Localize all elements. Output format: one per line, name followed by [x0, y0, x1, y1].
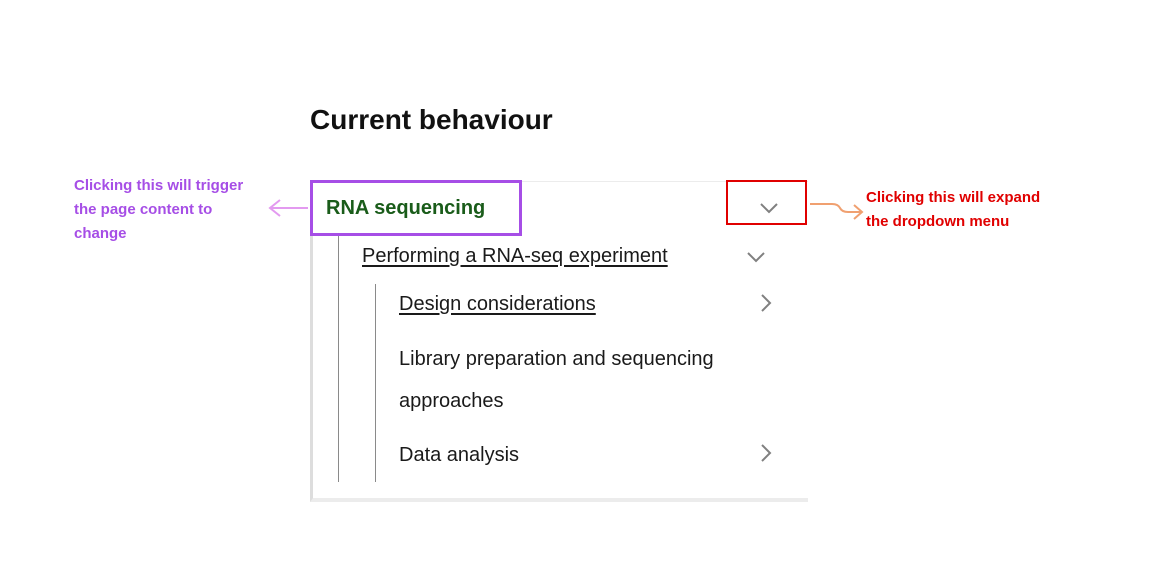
- section-link-rna-seq-experiment[interactable]: Performing a RNA-seq experiment: [362, 245, 668, 267]
- dropdown-expand-annotation: Clicking this will expand the dropdown m…: [866, 189, 1041, 230]
- right-arrow-icon: [810, 203, 864, 220]
- nav-item-library-preparation[interactable]: Library preparation and sequencing appro…: [399, 348, 714, 412]
- chevron-right-icon[interactable]: [760, 293, 772, 313]
- page-title: Current behaviour: [310, 104, 553, 135]
- tree-line-level-1: [338, 236, 339, 482]
- chevron-down-icon[interactable]: [746, 251, 766, 263]
- content-trigger-annotation: Clicking this will trigger the page cont…: [74, 177, 244, 242]
- nav-title-link[interactable]: RNA sequencing: [326, 197, 486, 219]
- expand-toggle-button[interactable]: [726, 180, 807, 225]
- tree-line-level-2: [375, 284, 376, 482]
- chevron-right-icon[interactable]: [760, 443, 772, 463]
- chevron-down-icon: [760, 203, 778, 214]
- left-arrow-icon: [268, 199, 308, 217]
- nav-item-data-analysis[interactable]: Data analysis: [399, 444, 520, 466]
- nav-item-design-considerations[interactable]: Design considerations: [399, 293, 596, 315]
